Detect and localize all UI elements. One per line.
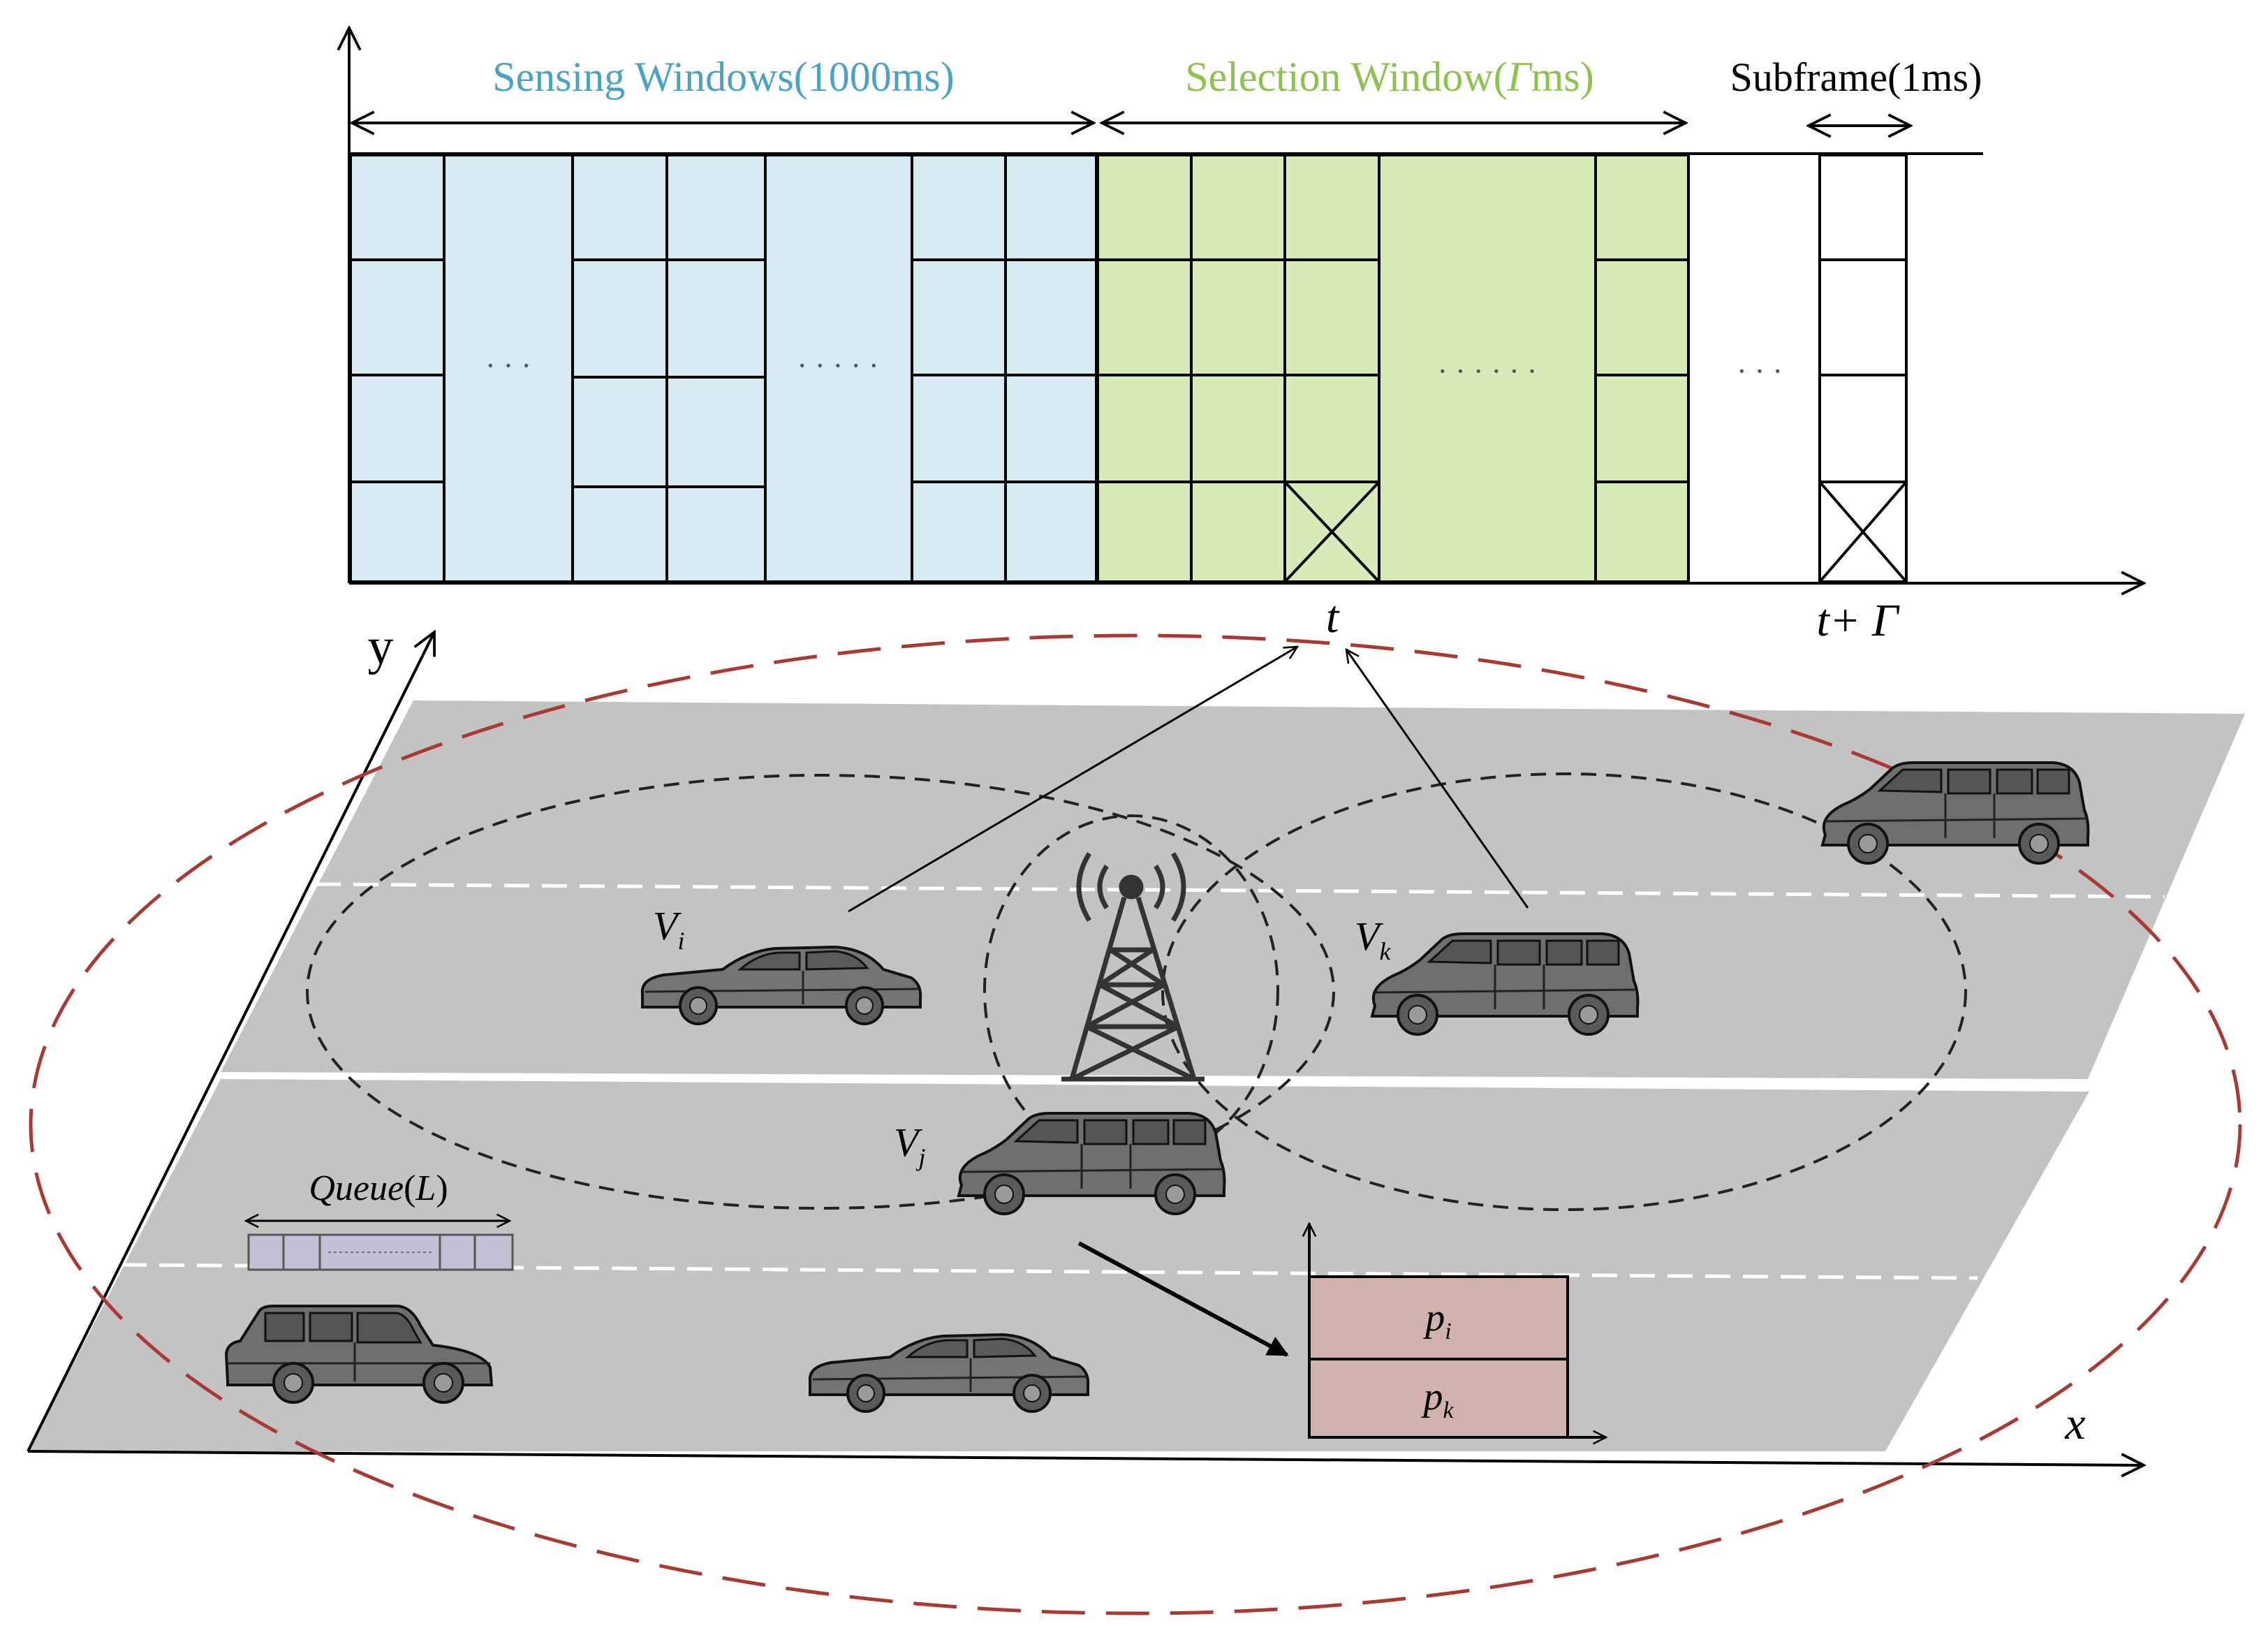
upper-lane-divider [315, 882, 2165, 899]
vk-to-t-arrow [1346, 650, 1529, 909]
queue-label: Queue(L) [309, 1168, 448, 1208]
power-block-pk [1308, 1358, 1569, 1439]
coverage-area-ellipse [29, 633, 2242, 1615]
sensing-window-block [349, 154, 1098, 583]
sensing-dots-2: · · · · · [797, 349, 878, 383]
sensing-window-label: Sensing Windows(1000ms) [492, 54, 955, 100]
sensing-window-grid [351, 155, 1096, 582]
power-label-pk: pk [1420, 1375, 1454, 1423]
gap-dots: · · · [1737, 354, 1783, 388]
power-chart-arrow [1077, 1241, 1289, 1357]
packet-queue [247, 1233, 514, 1271]
vehicle-label-vj: Vj [894, 1120, 925, 1171]
vk-communication-range [1161, 772, 1967, 1211]
lower-road [28, 1079, 2089, 1451]
x-axis-label: x [2064, 1398, 2085, 1449]
tick-label-t: t [1326, 592, 1340, 643]
cell-tower-icon [1061, 852, 1205, 1082]
sensing-dots-1: · · · [485, 349, 531, 383]
y-axis-label: y [368, 618, 394, 675]
power-label-pi: pi [1422, 1296, 1451, 1344]
subframe-label: Subframe(1ms) [1730, 54, 1982, 100]
selected-resource-cross [1283, 481, 1380, 583]
subframe-column [1818, 154, 1908, 583]
resource-timeline: Sensing Windows(1000ms) Selection Window… [349, 28, 2144, 646]
selection-window-label: Selection Window(Γms) [1185, 54, 1594, 100]
subframe-grid [1818, 258, 1908, 583]
tick-label-t-plus-gamma: t+ Γ [1817, 595, 1900, 646]
selection-window-block [1096, 154, 1690, 583]
selection-dots: · · · · · · [1438, 354, 1538, 388]
y-axis [27, 632, 434, 1452]
vehicle-label-vi: Vi [653, 903, 684, 955]
vi-to-t-arrow [848, 647, 1297, 913]
selection-window-grid [1096, 155, 1688, 582]
vehicle-label-vk: Vk [1355, 914, 1391, 965]
vi-communication-range [306, 774, 1335, 1210]
road-scene: y x [27, 618, 2245, 1615]
x-axis [27, 1450, 2144, 1465]
